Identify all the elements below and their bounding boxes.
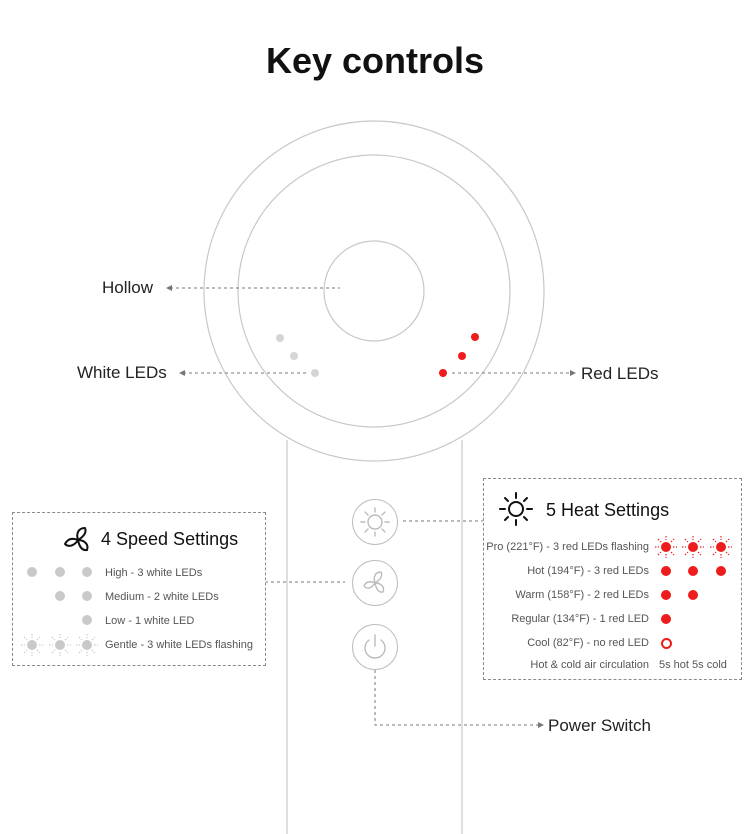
inner-ring (237, 154, 511, 428)
speed-led (55, 591, 65, 601)
heat-led-flashing (682, 536, 704, 558)
speed-row-label: Gentle - 3 white LEDs flashing (105, 639, 253, 651)
speed-led-flashing (49, 634, 71, 656)
speed-settings-panel: 4 Speed Settings High - 3 white LEDs Med… (12, 512, 266, 666)
red-leds-arrowhead (570, 370, 576, 376)
heat-led-off (661, 638, 672, 649)
heat-row-label: Pro (221°F) - 3 red LEDs flashing (486, 541, 649, 553)
heat-settings-panel: 5 Heat Settings Pro (221°F) - 3 red LEDs… (483, 478, 742, 680)
sun-icon (498, 491, 534, 532)
speed-row-label: Low - 1 white LED (105, 615, 195, 627)
circulation-label: Hot & cold air circulation (530, 659, 649, 671)
hollow-ring (323, 240, 425, 342)
device-white-led-3 (311, 369, 319, 377)
device-red-led-2 (458, 352, 466, 360)
circulation-value: 5s hot 5s cold (659, 659, 727, 671)
red-leds-label: Red LEDs (581, 364, 659, 383)
heat-row-label: Hot (194°F) - 3 red LEDs (527, 565, 649, 577)
power-button[interactable] (352, 624, 398, 670)
heat-row-label: Regular (134°F) - 1 red LED (511, 613, 649, 625)
speed-led-flashing (21, 634, 43, 656)
heat-button[interactable] (352, 499, 398, 545)
heat-led (661, 614, 671, 624)
power-arrowhead (538, 722, 544, 728)
fan-icon (363, 571, 385, 593)
heat-led (661, 590, 671, 600)
heat-led (688, 590, 698, 600)
heat-led (661, 566, 671, 576)
outer-ring (203, 120, 545, 462)
device-red-led-3 (439, 369, 447, 377)
heat-row-label: Warm (158°F) - 2 red LEDs (515, 589, 649, 601)
heat-led (716, 566, 726, 576)
power-icon (364, 634, 386, 659)
power-leader-line (374, 670, 540, 726)
speed-row-label: High - 3 white LEDs (105, 567, 203, 579)
speed-led (55, 567, 65, 577)
fan-icon (61, 523, 95, 562)
speed-panel-title: 4 Speed Settings (101, 529, 239, 549)
white-leds-label: White LEDs (77, 363, 167, 382)
speed-led (27, 567, 37, 577)
heat-row-label: Cool (82°F) - no red LED (527, 637, 649, 649)
power-switch-label: Power Switch (548, 716, 651, 735)
device-white-led-2 (290, 352, 298, 360)
sun-icon (360, 507, 390, 537)
hollow-label: Hollow (102, 278, 154, 297)
speed-button[interactable] (352, 560, 398, 606)
hollow-arrowhead (166, 285, 172, 291)
page-title: Key controls (265, 40, 485, 81)
speed-led (82, 615, 92, 625)
white-leds-arrowhead (179, 370, 185, 376)
speed-row-label: Medium - 2 white LEDs (105, 591, 219, 603)
heat-led (688, 566, 698, 576)
heat-panel-title: 5 Heat Settings (546, 500, 670, 520)
speed-led (82, 591, 92, 601)
device-white-led-1 (276, 334, 284, 342)
heat-led-flashing (655, 536, 677, 558)
device-red-led-1 (471, 333, 479, 341)
speed-led (82, 567, 92, 577)
heat-led-flashing (710, 536, 732, 558)
speed-led-flashing (76, 634, 98, 656)
